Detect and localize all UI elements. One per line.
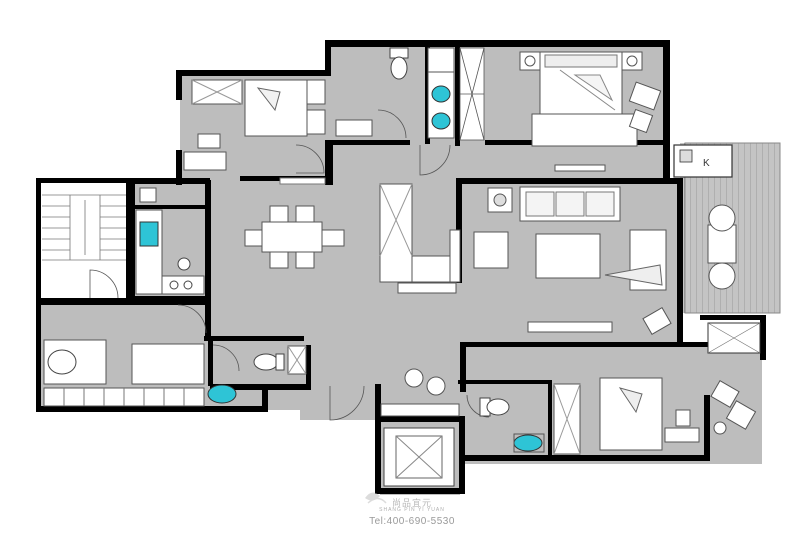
watermark-pinyin: SHANG PIN YI YUAN	[379, 507, 445, 513]
watermark-name: 尚品宜元	[391, 498, 432, 508]
watermark-logo	[365, 492, 387, 504]
stair-icon	[42, 194, 130, 261]
toilet-icon	[389, 47, 409, 80]
wardrobe-icon	[459, 47, 485, 141]
washbasin-icon	[431, 85, 451, 130]
sofa-icon	[519, 186, 621, 222]
second-bedroom	[183, 79, 326, 185]
small-bathroom	[207, 345, 307, 404]
kitchen	[135, 187, 205, 295]
doors	[89, 109, 490, 421]
entrance	[380, 368, 460, 417]
cabinet	[379, 183, 461, 294]
living-room	[473, 186, 672, 335]
top-bathroom	[335, 47, 455, 139]
balcony: K	[673, 142, 781, 354]
wardrobe-icon	[43, 387, 205, 407]
master-bedroom	[519, 51, 662, 172]
bed-icon	[544, 54, 618, 111]
elevator-icon	[383, 427, 455, 487]
dining-table-icon	[244, 205, 345, 269]
svg-text:K: K	[703, 158, 710, 169]
third-bedroom	[599, 377, 757, 451]
watermark-tel: Tel:400-690-5530	[369, 516, 455, 527]
bottom-left-room	[43, 339, 205, 407]
bottom-bathroom	[479, 383, 581, 455]
